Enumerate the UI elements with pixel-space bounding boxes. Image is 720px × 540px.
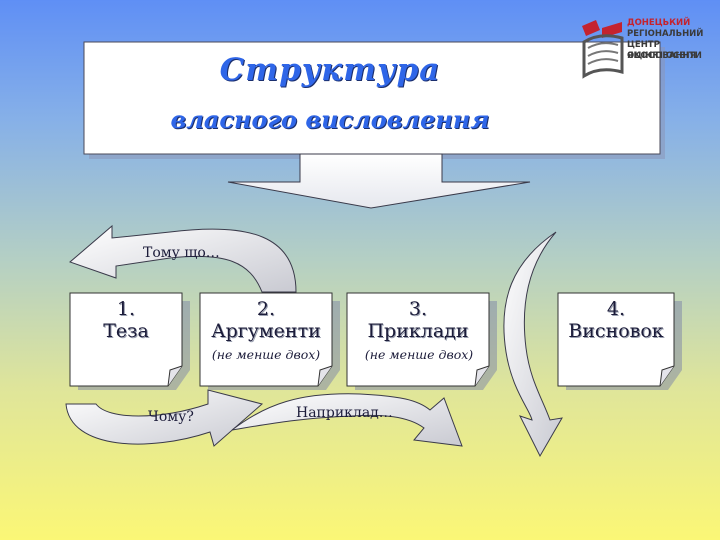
logo-line-3: ЦЕНТР ОЦІНЮВАННЯ [627,40,697,61]
step-2-number: 2. [256,298,276,320]
step-3-note: (не менше двох) [364,347,474,362]
diagram-subtitle: власного висловлення [170,105,490,134]
diagram-title: Структура [219,52,441,88]
step-box-1 [69,292,190,390]
step-4-number: 4. [606,298,626,320]
logo-line-2: РЕГІОНАЛЬНИЙ [627,29,704,39]
curved-arrow-right [503,231,563,458]
logo-line-1: ДОНЕЦЬКИЙ [627,18,691,28]
step-2-label: Аргументи [211,320,321,342]
step-box-4 [557,292,682,390]
connector-label-why: Чому? [148,409,194,425]
step-3-label: Приклади [367,320,469,342]
book-logo-icon [582,20,624,79]
logo-line-4: ЯКОСТІ ОСВІТИ [627,51,702,61]
step-box-3 [346,292,497,390]
curved-arrow-top [69,224,297,293]
step-2-note: (не менше двох) [211,347,321,362]
step-box-2 [199,292,340,390]
step-3-number: 3. [408,298,428,320]
curved-arrow-bottom-mid [231,393,463,447]
step-1-number: 1. [116,298,136,320]
connector-label-because: Тому що… [143,245,220,261]
step-4-label: Висновок [568,320,664,342]
connector-label-for-example: Наприклад… [296,405,393,421]
step-1-label: Теза [103,320,149,342]
